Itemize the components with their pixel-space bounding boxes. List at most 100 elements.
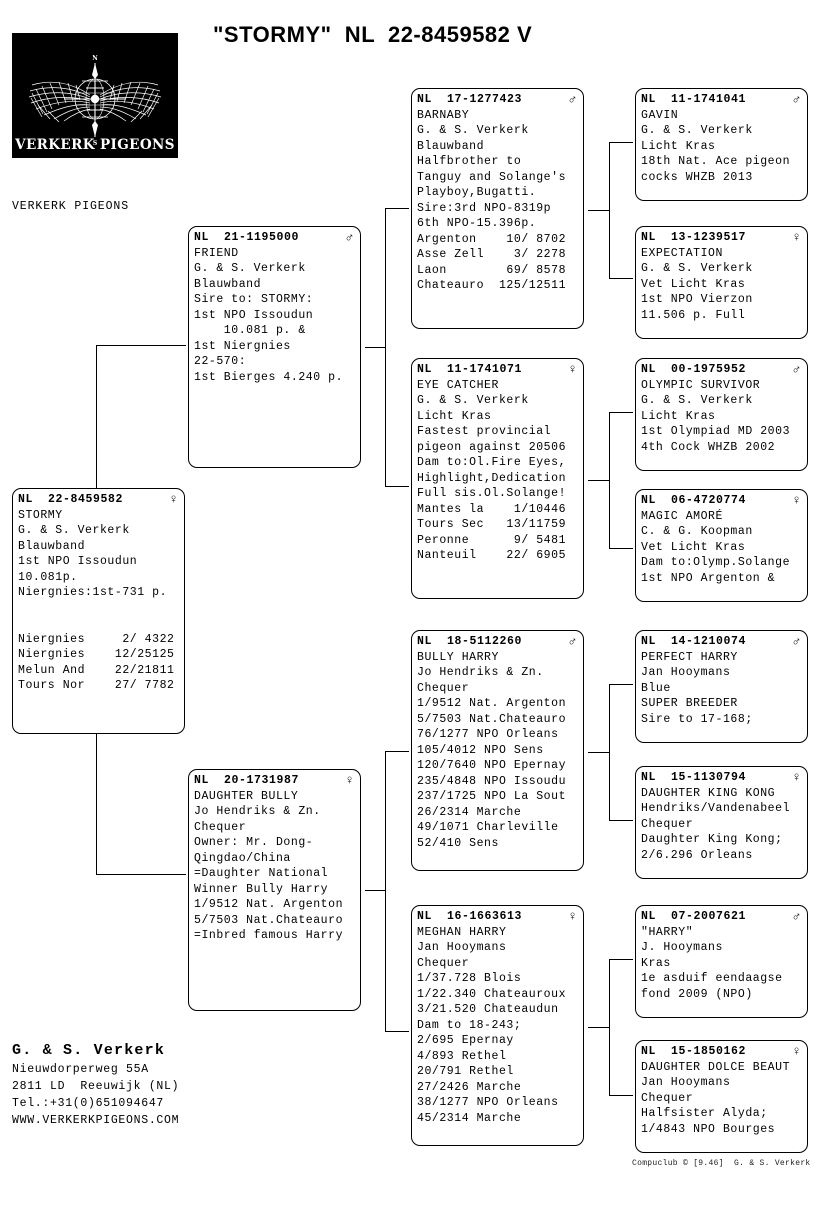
box-line: BARNABY	[417, 108, 470, 122]
box-line: Highlight,Dedication	[417, 471, 567, 485]
pedigree-box-gen3-perfect-harry[interactable]: NL 14-1210074 ♂ PERFECT HARRY Jan Hooyma…	[635, 630, 808, 743]
box-line: Owner: Mr. Dong-	[194, 836, 314, 849]
box-line: Chequer	[194, 820, 247, 834]
box-header: NL 22-8459582 ♀	[18, 492, 184, 508]
box-line: OLYMPIC SURVIVOR	[641, 378, 761, 392]
box-line: Fastest provincial	[417, 425, 552, 438]
pedigree-box-gen3-gavin[interactable]: NL 11-1741041 ♂ GAVIN G. & S. Verkerk Li…	[635, 88, 808, 201]
box-header: NL 13-1239517 ♀	[641, 230, 807, 246]
box-line: Jo Hendriks & Zn.	[194, 805, 321, 818]
box-line: G. & S. Verkerk	[641, 394, 753, 407]
ring-number: NL 16-1663613	[417, 910, 523, 923]
pedigree-box-gen3-olympic-survivor[interactable]: NL 00-1975952 ♂ OLYMPIC SURVIVOR G. & S.…	[635, 358, 808, 471]
box-line: 1e asduif eendaagse	[641, 972, 783, 985]
software-credit: Compuclub © [9.46] G. & S. Verkerk	[632, 1159, 811, 1168]
box-line: Jan Hooymans	[641, 1076, 731, 1089]
ring-number: NL 07-2007621	[641, 910, 747, 923]
box-line: 5/7503 Nat.Chateauro	[194, 913, 344, 927]
connector-dd-to-a	[609, 959, 633, 961]
pedigree-box-dam-sire[interactable]: NL 18-5112260 ♂ BULLY HARRY Jo Hendriks …	[411, 630, 584, 871]
box-line: Blauwband	[194, 277, 262, 291]
box-line: Blauwband	[18, 539, 86, 553]
pedigree-box-dam-dam[interactable]: NL 16-1663613 ♀ MEGHAN HARRY Jan Hooyman…	[411, 905, 584, 1146]
box-line-result: Melun And 22/21811	[18, 663, 175, 677]
box-line-result: 20/791 Rethel	[417, 1065, 514, 1078]
box-line: PERFECT HARRY	[641, 650, 738, 664]
ring-number: NL 11-1741041	[641, 93, 747, 106]
pedigree-box-gen3-expectation[interactable]: NL 13-1239517 ♀ EXPECTATION G. & S. Verk…	[635, 226, 808, 339]
box-header: NL 15-1850162 ♀	[641, 1044, 807, 1060]
box-line: Kras	[641, 956, 671, 970]
ring-number: NL 15-1850162	[641, 1045, 747, 1058]
box-line: =Inbred famous Harry	[194, 929, 344, 942]
connector-sd-to-a	[609, 412, 633, 414]
pedigree-box-sire[interactable]: NL 21-1195000 ♂ FRIEND G. & S. Verkerk B…	[188, 226, 361, 468]
box-line: 11.506 p. Full	[641, 308, 746, 322]
box-line: Vet Licht Kras	[641, 277, 746, 291]
box-line: Playboy,Bugatti.	[417, 186, 537, 199]
ring-number: NL 15-1130794	[641, 771, 747, 784]
box-line: Hendriks/Vandenabeel	[641, 802, 791, 815]
connector-ss-to-a	[609, 142, 633, 144]
pedigree-box-gen3-daughter-king-kong[interactable]: NL 15-1130794 ♀ DAUGHTER KING KONG Hendr…	[635, 766, 808, 879]
ring-number: NL 11-1741071	[417, 363, 523, 376]
box-line: 2/6.296 Orleans	[641, 848, 753, 862]
pedigree-box-subject[interactable]: NL 22-8459582 ♀ STORMY G. & S. Verkerk B…	[12, 488, 185, 734]
pedigree-box-gen3-magic-amore[interactable]: NL 06-4720774 ♀ MAGIC AMORÉ C. & G. Koop…	[635, 489, 808, 602]
box-line: Licht Kras	[641, 409, 716, 423]
ring-number: NL 21-1195000	[194, 231, 300, 244]
box-line-result: Asse Zell 3/ 2278	[417, 248, 567, 261]
box-header: NL 06-4720774 ♀	[641, 493, 807, 509]
box-line: pigeon against 20506	[417, 440, 567, 454]
box-line: Full sis.Ol.Solange!	[417, 487, 567, 500]
pedigree-box-dam[interactable]: NL 20-1731987 ♀ DAUGHTER BULLY Jo Hendri…	[188, 769, 361, 1011]
box-line: G. & S. Verkerk	[417, 124, 529, 137]
pedigree-box-gen3-harry[interactable]: NL 07-2007621 ♂ "HARRY" J. Hooymans Kras…	[635, 905, 808, 1018]
box-line-result: 38/1277 NPO Orleans	[417, 1096, 559, 1109]
box-line: DAUGHTER DOLCE BEAUT	[641, 1060, 791, 1074]
box-line: BULLY HARRY	[417, 650, 499, 664]
box-line: G. & S. Verkerk	[417, 394, 529, 407]
box-line: GAVIN	[641, 108, 679, 122]
box-line: Jo Hendriks & Zn.	[417, 666, 544, 679]
sex-symbol-male: ♂	[792, 362, 801, 377]
page-title: "STORMY" NL 22-8459582 V	[213, 22, 533, 47]
pedigree-box-gen3-daughter-dolce-beaut[interactable]: NL 15-1850162 ♀ DAUGHTER DOLCE BEAUT Jan…	[635, 1040, 808, 1153]
box-line-result: 1/9512 Nat. Argenton	[417, 697, 567, 710]
box-line: DAUGHTER KING KONG	[641, 786, 776, 800]
pedigree-box-sire-sire[interactable]: NL 17-1277423 ♂ BARNABY G. & S. Verkerk …	[411, 88, 584, 329]
box-line: Blauwband	[417, 139, 485, 153]
ring-number: NL 17-1277423	[417, 93, 523, 106]
footer-phone: Tel.:+31(0)651094647	[12, 1097, 165, 1110]
box-line: =Daughter National	[194, 867, 329, 880]
connector-dam-to-dd	[385, 1031, 409, 1033]
box-line: Sire:3rd NPO-8319p	[417, 201, 552, 215]
box-line-result: Laon 69/ 8578	[417, 263, 567, 277]
box-line: Jan Hooymans	[641, 666, 731, 679]
box-line: DAUGHTER BULLY	[194, 789, 299, 803]
box-line-result: 235/4848 NPO Issoudu	[417, 774, 567, 788]
breeder-label: VERKERK PIGEONS	[12, 200, 130, 213]
connector-ds-in	[588, 752, 610, 754]
pedigree-box-sire-dam[interactable]: NL 11-1741071 ♀ EYE CATCHER G. & S. Verk…	[411, 358, 584, 599]
box-line: G. & S. Verkerk	[194, 262, 306, 275]
footer-website[interactable]: WWW.VERKERKPIGEONS.COM	[12, 1114, 180, 1127]
box-line: 1st Bierges 4.240 p.	[194, 370, 344, 384]
ring-number: NL 20-1731987	[194, 774, 300, 787]
box-line-result: 120/7640 NPO Epernay	[417, 759, 567, 772]
box-line: Blue	[641, 681, 671, 695]
connector-dd-to-b	[609, 1095, 633, 1097]
sex-symbol-female: ♀	[792, 230, 801, 245]
box-line: Chequer	[417, 681, 470, 695]
box-line: Winner Bully Harry	[194, 882, 329, 896]
svg-text:S: S	[93, 140, 97, 147]
box-header: NL 14-1210074 ♂	[641, 634, 807, 650]
connector-sire-to-ss	[385, 208, 409, 210]
box-line: 18th Nat. Ace pigeon	[641, 155, 791, 168]
box-line: 22-570:	[194, 355, 247, 368]
box-header: NL 11-1741071 ♀	[417, 362, 583, 378]
box-line-spacer	[18, 616, 184, 632]
sex-symbol-female: ♀	[568, 909, 577, 924]
box-line: 1st Olympiad MD 2003	[641, 425, 791, 438]
